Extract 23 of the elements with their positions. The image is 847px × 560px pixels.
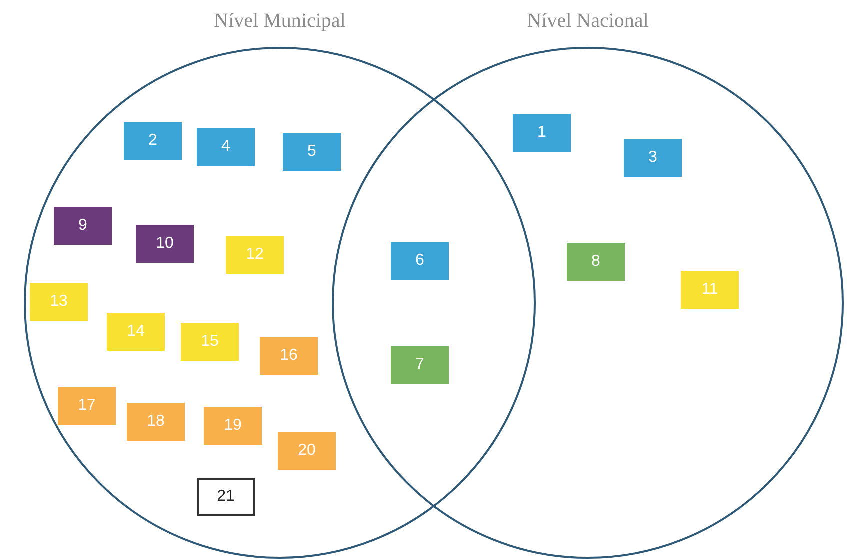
number-box: 6 [391, 242, 449, 280]
number-box: 3 [624, 139, 682, 177]
circle-heading: Nível Nacional [527, 10, 649, 33]
number-box: 8 [567, 243, 625, 281]
number-box: 16 [260, 337, 318, 375]
number-box: 20 [278, 432, 336, 470]
number-box: 1 [513, 114, 571, 152]
number-box: 12 [226, 236, 284, 274]
circle-heading: Nível Municipal [214, 10, 346, 33]
number-box: 13 [30, 283, 88, 321]
number-box: 5 [283, 133, 341, 171]
number-box: 21 [197, 478, 255, 516]
number-box: 17 [58, 387, 116, 425]
number-box: 2 [124, 122, 182, 160]
number-box: 7 [391, 346, 449, 384]
number-box: 9 [54, 207, 112, 245]
number-box: 15 [181, 323, 239, 361]
number-box: 11 [681, 271, 739, 309]
number-box: 10 [136, 225, 194, 263]
number-box: 4 [197, 128, 255, 166]
number-box: 18 [127, 403, 185, 441]
number-box: 14 [107, 313, 165, 351]
number-box: 19 [204, 407, 262, 445]
